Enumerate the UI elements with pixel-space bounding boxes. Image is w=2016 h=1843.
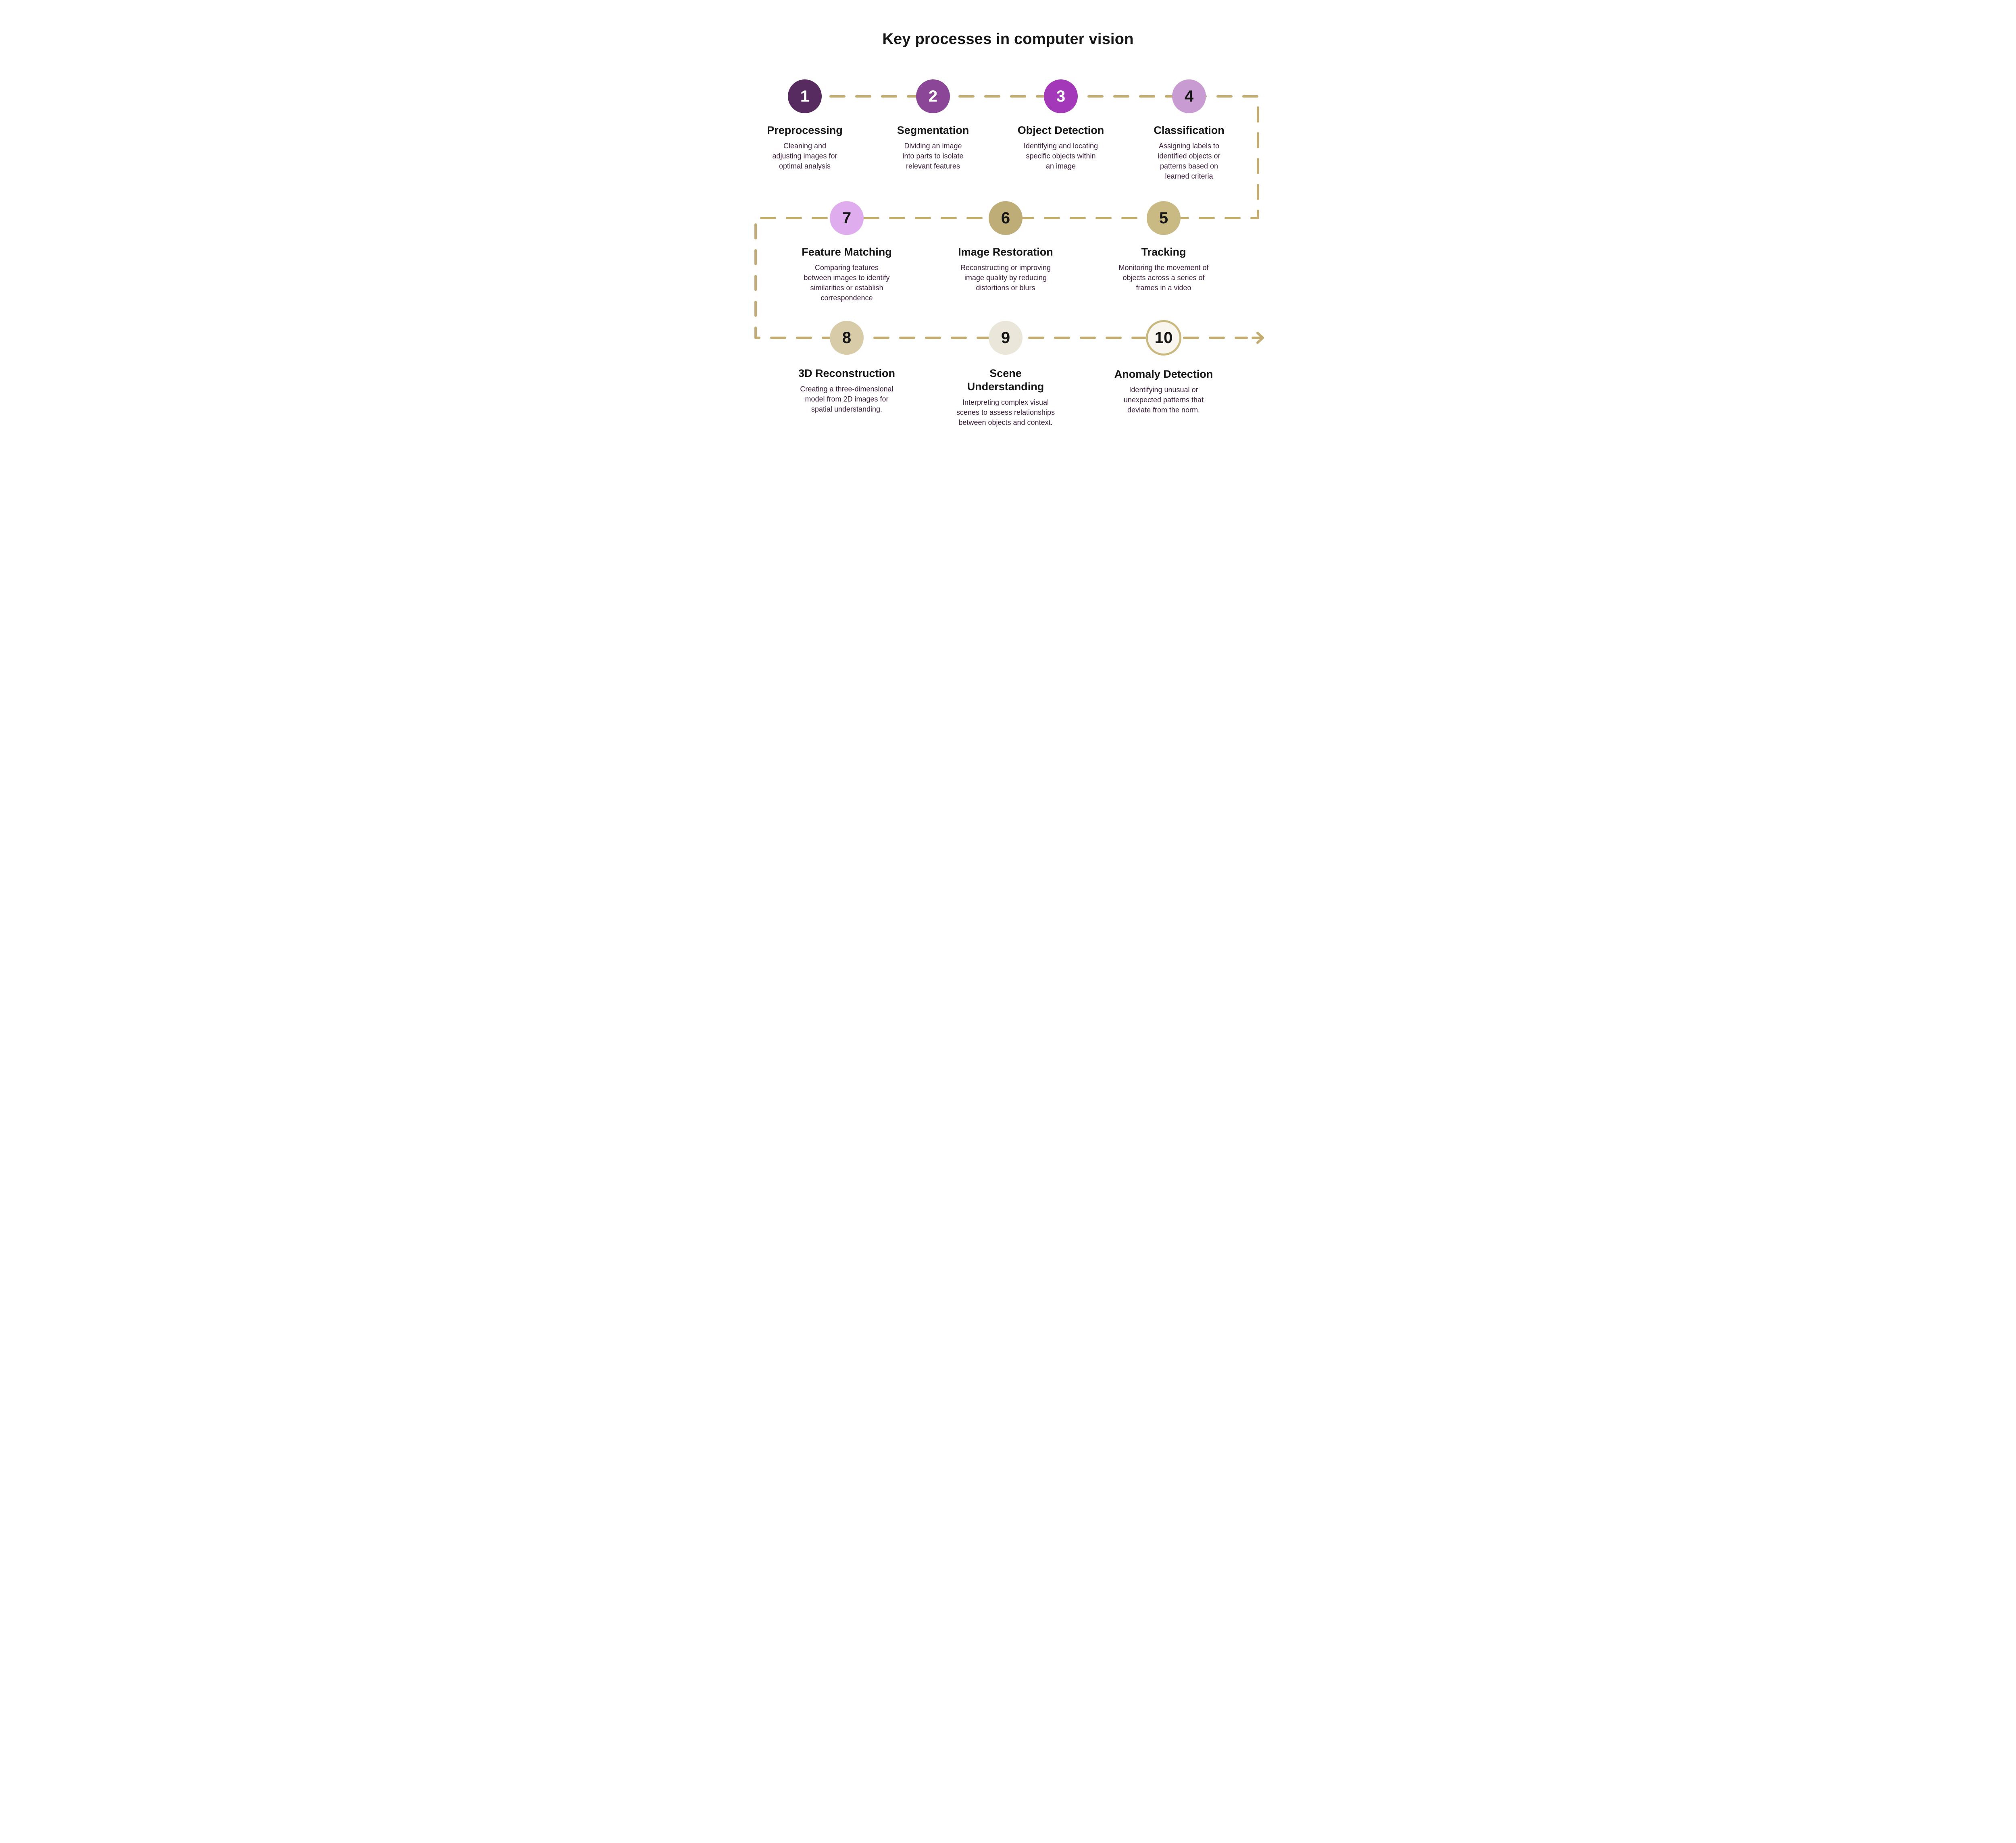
step-8-number: 8	[842, 329, 852, 347]
process-description: Assigning labels to identified objects o…	[1158, 142, 1220, 180]
step-7-number: 7	[842, 209, 852, 227]
step-4-circle: 4	[1172, 79, 1206, 113]
process-step-1-preprocessing: 1 Preprocessing Cleaning and adjusting i…	[744, 79, 865, 171]
process-step-10-anomaly-detection: 10 Anomaly Detection Identifying unusual…	[1095, 320, 1232, 415]
step-9-circle: 9	[989, 321, 1023, 355]
process-title: Image Restoration	[958, 246, 1053, 258]
process-description: Comparing features between images to ide…	[804, 264, 890, 302]
process-step-7-feature-matching: 7 Feature Matching Comparing features be…	[778, 201, 915, 303]
process-title: Scene Understanding	[967, 367, 1044, 393]
step-3-number: 3	[1056, 87, 1066, 105]
process-step-6-image-restoration: 6 Image Restoration Reconstructing or im…	[937, 201, 1074, 293]
process-title: Classification	[1154, 124, 1225, 136]
process-title: 3D Reconstruction	[798, 367, 896, 379]
step-2-circle: 2	[916, 79, 950, 113]
process-title: Feature Matching	[802, 246, 892, 258]
step-7-circle: 7	[830, 201, 864, 235]
step-1-number: 1	[800, 87, 810, 105]
process-title: Segmentation	[897, 124, 969, 136]
step-4-number: 4	[1184, 87, 1194, 105]
step-6-circle: 6	[989, 201, 1023, 235]
step-8-circle: 8	[830, 321, 864, 355]
process-title: Preprocessing	[767, 124, 843, 136]
process-description: Reconstructing or improving image qualit…	[960, 264, 1051, 292]
process-title: Tracking	[1141, 246, 1186, 258]
process-step-8-3d-reconstruction: 8 3D Reconstruction Creating a three-dim…	[778, 321, 915, 414]
process-description: Identifying unusual or unexpected patter…	[1123, 386, 1204, 414]
process-description: Identifying and locating specific object…	[1023, 142, 1098, 170]
process-step-5-tracking: 5 Tracking Monitoring the movement of ob…	[1095, 201, 1232, 293]
flow-arrow-icon	[1252, 332, 1264, 344]
process-description: Monitoring the movement of objects acros…	[1118, 264, 1209, 292]
process-description: Interpreting complex visual scenes to as…	[956, 398, 1055, 426]
step-6-number: 6	[1001, 209, 1010, 227]
step-10-number: 10	[1154, 329, 1173, 347]
step-9-number: 9	[1001, 329, 1010, 347]
process-title: Anomaly Detection	[1114, 368, 1213, 380]
step-10-circle: 10	[1146, 320, 1181, 356]
infographic-canvas: Key processes in computer vision 1 Prepr…	[718, 0, 1298, 461]
process-step-2-segmentation: 2 Segmentation Dividing an image into pa…	[873, 79, 993, 171]
step-5-number: 5	[1159, 209, 1168, 227]
step-1-circle: 1	[788, 79, 822, 113]
process-description: Dividing an image into parts to isolate …	[902, 142, 964, 170]
process-step-9-scene-understanding: 9 Scene Understanding Interpreting compl…	[937, 321, 1074, 428]
arrow-head	[1256, 332, 1264, 344]
process-title: Object Detection	[1017, 124, 1104, 136]
step-3-circle: 3	[1044, 79, 1078, 113]
process-description: Creating a three-dimensional model from …	[800, 385, 893, 413]
page-title: Key processes in computer vision	[882, 31, 1134, 48]
step-2-number: 2	[928, 87, 938, 105]
process-description: Cleaning and adjusting images for optima…	[772, 142, 837, 170]
process-step-4-classification: 4 Classification Assigning labels to ide…	[1129, 79, 1250, 181]
process-step-3-object-detection: 3 Object Detection Identifying and locat…	[1000, 79, 1121, 171]
step-5-circle: 5	[1147, 201, 1181, 235]
